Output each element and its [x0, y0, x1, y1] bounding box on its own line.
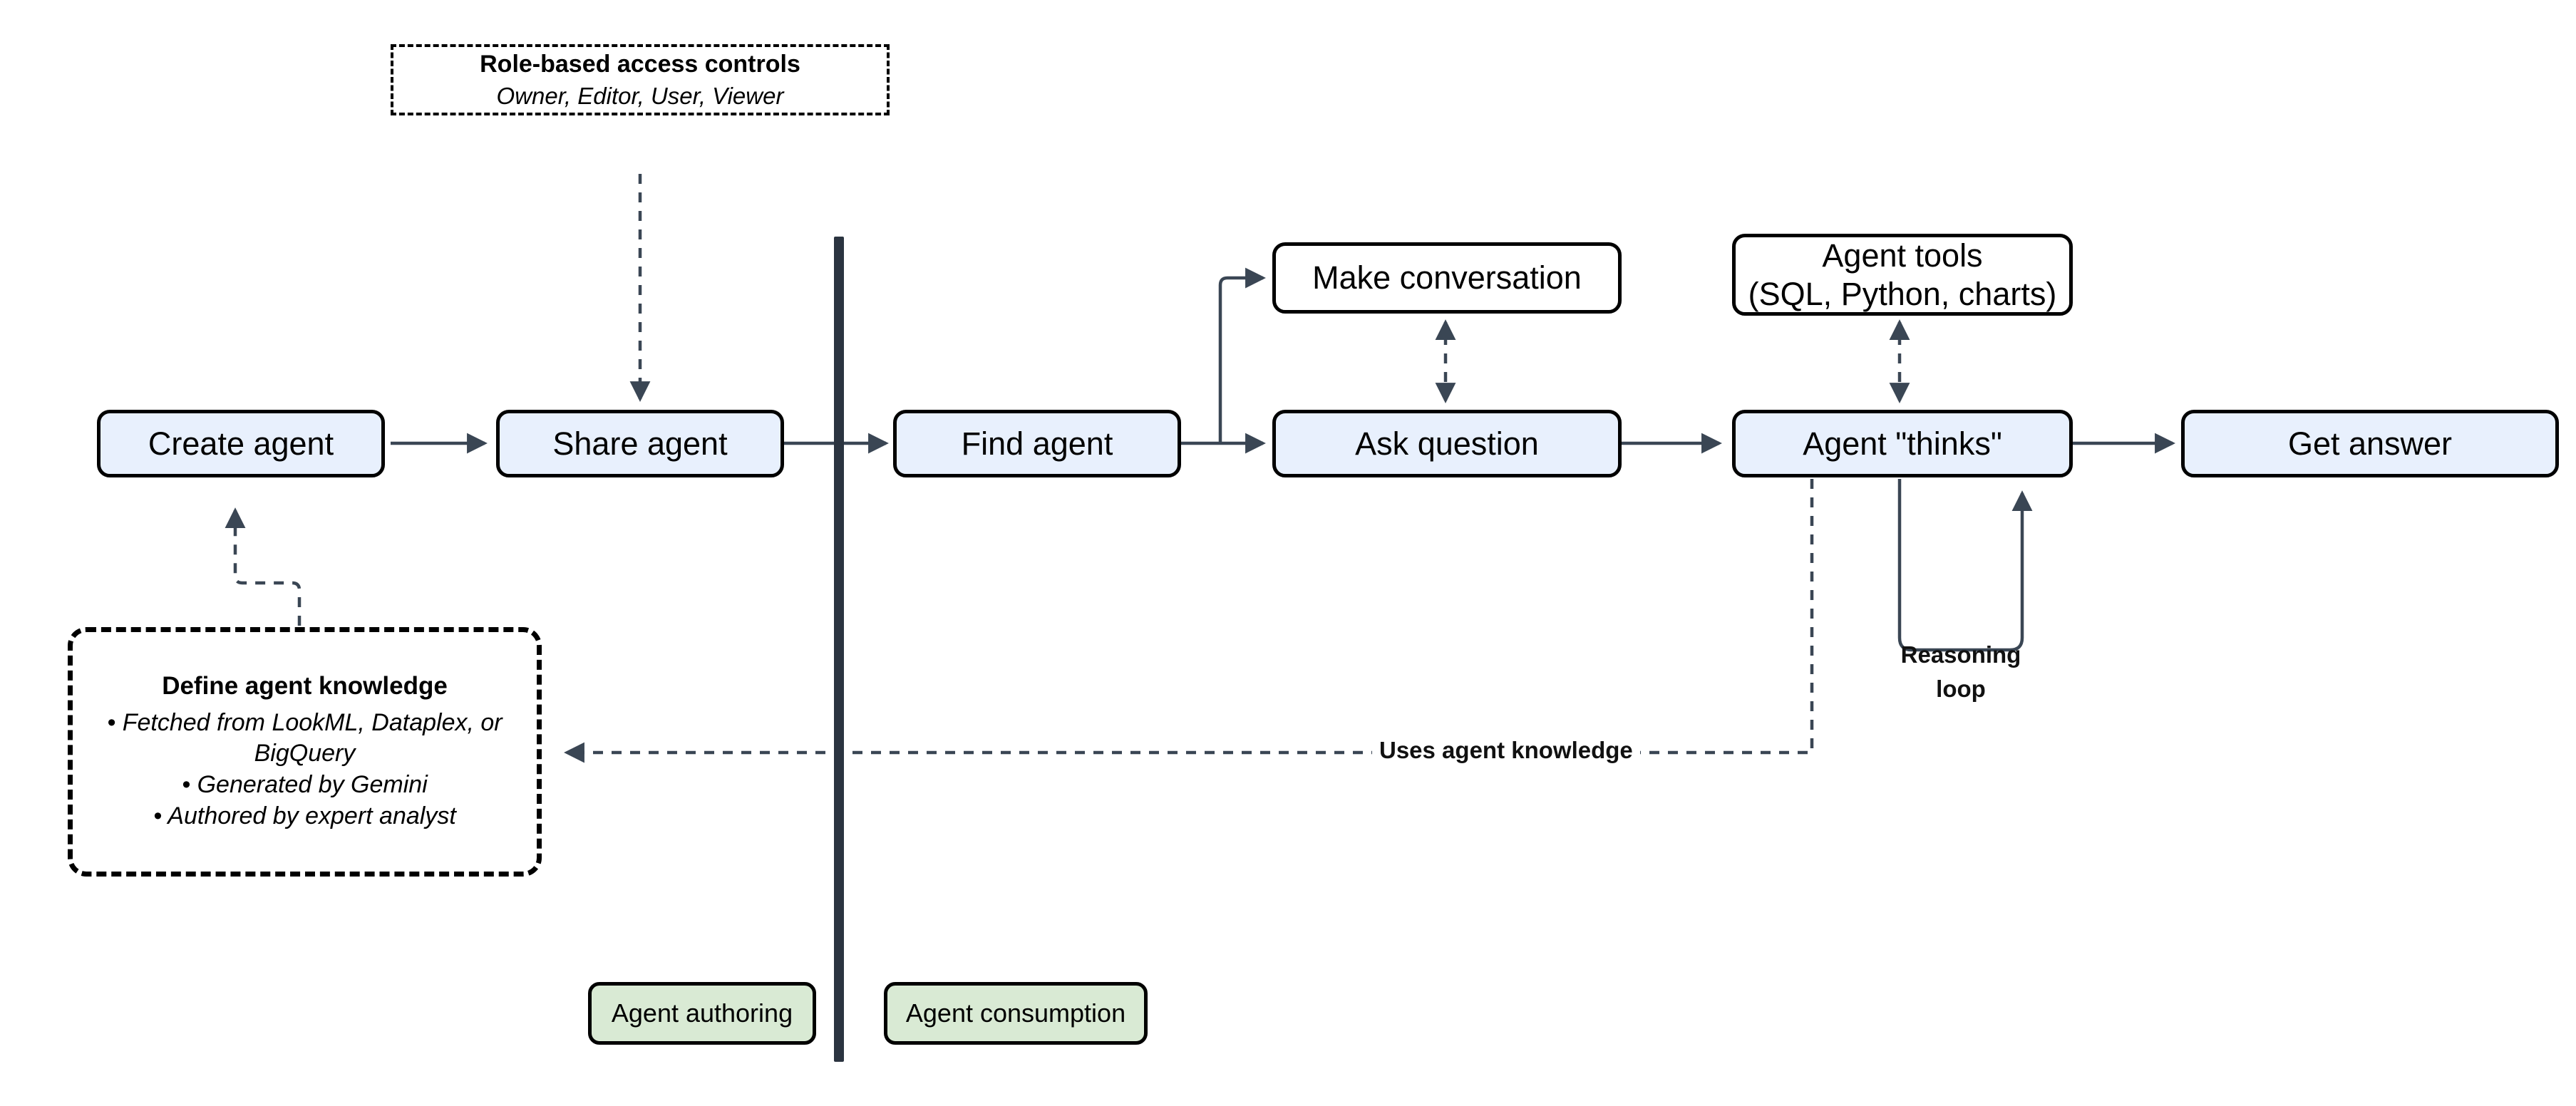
legend-agent-authoring: Agent authoring	[588, 982, 816, 1045]
connector-knowledge-to-create	[225, 507, 302, 626]
node-find-agent-label: Find agent	[961, 425, 1113, 462]
connector-reasoning-loop	[1897, 479, 2033, 652]
authoring-consumption-divider	[834, 237, 844, 1062]
rbac-title: Role-based access controls	[480, 50, 800, 78]
callout-define-agent-knowledge: Define agent knowledge • Fetched from Lo…	[68, 627, 542, 877]
node-share-agent-label: Share agent	[552, 425, 728, 462]
node-make-conversation[interactable]: Make conversation	[1272, 242, 1622, 314]
rbac-subtitle: Owner, Editor, User, Viewer	[496, 82, 784, 109]
reasoning-loop-label: Reasoning loop	[1900, 641, 2021, 702]
node-agent-thinks[interactable]: Agent "thinks"	[1732, 410, 2073, 477]
node-agent-tools[interactable]: Agent tools (SQL, Python, charts)	[1732, 234, 2073, 316]
node-ask-question[interactable]: Ask question	[1272, 410, 1622, 477]
connector-find-to-make-conversation	[1218, 267, 1266, 443]
node-get-answer[interactable]: Get answer	[2181, 410, 2559, 477]
knowledge-title: Define agent knowledge	[162, 671, 448, 700]
callout-role-based-access-controls: Role-based access controls Owner, Editor…	[391, 44, 890, 115]
node-create-agent-label: Create agent	[148, 425, 334, 462]
legend-agent-consumption-label: Agent consumption	[905, 998, 1126, 1028]
node-ask-question-label: Ask question	[1355, 425, 1539, 462]
knowledge-bullets: • Fetched from LookML, Dataplex, or BigQ…	[107, 708, 503, 830]
node-get-answer-label: Get answer	[2287, 425, 2453, 462]
uses-agent-knowledge-label: Uses agent knowledge	[1372, 737, 1640, 764]
node-agent-tools-label: Agent tools (SQL, Python, charts)	[1748, 237, 2057, 312]
legend-agent-authoring-label: Agent authoring	[611, 998, 793, 1028]
connector-uses-agent-knowledge	[564, 479, 1814, 763]
legend-agent-consumption: Agent consumption	[884, 982, 1148, 1045]
node-share-agent[interactable]: Share agent	[496, 410, 784, 477]
node-find-agent[interactable]: Find agent	[893, 410, 1181, 477]
node-make-conversation-label: Make conversation	[1312, 259, 1582, 296]
node-create-agent[interactable]: Create agent	[97, 410, 385, 477]
node-agent-thinks-label: Agent "thinks"	[1803, 425, 2002, 462]
